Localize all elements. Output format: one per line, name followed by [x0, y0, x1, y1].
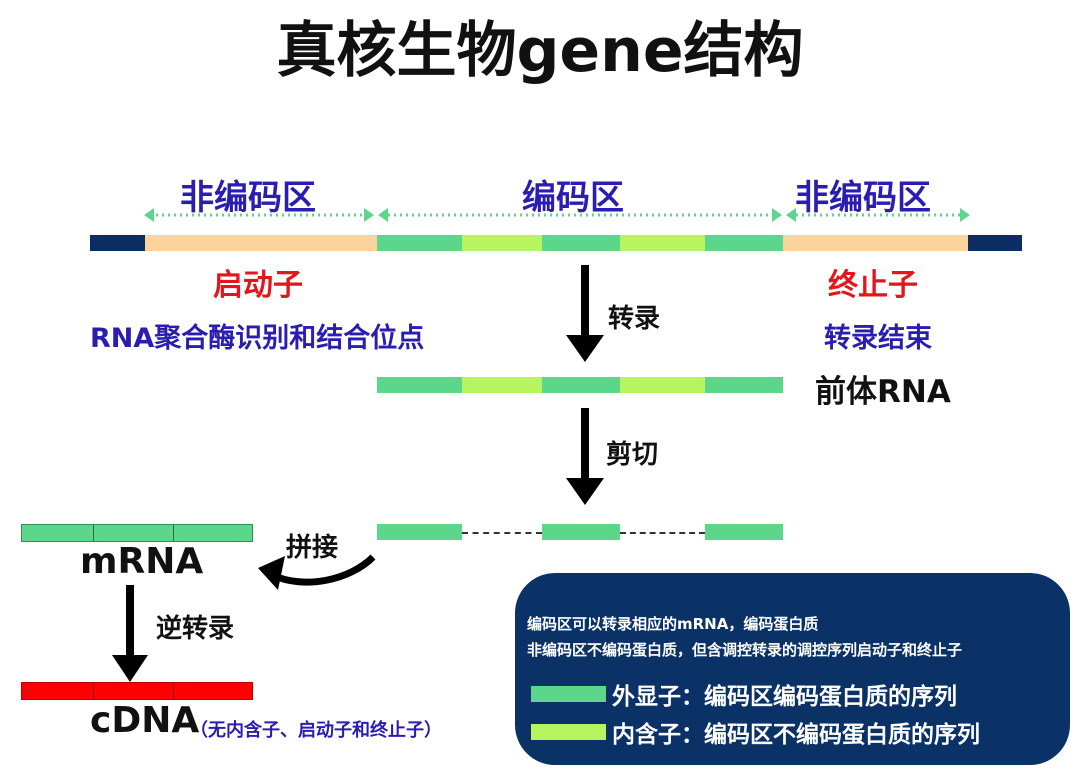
pre-rna-label: 前体RNA — [815, 374, 951, 410]
down-arrow-cutting — [566, 408, 604, 505]
exon-segment — [705, 235, 783, 251]
coding-label: 编码区 — [522, 178, 624, 218]
noncoding-right-label: 非编码区 — [795, 178, 931, 218]
removed-intron — [620, 532, 705, 534]
mrna-bar — [21, 524, 253, 542]
intron-segment — [462, 377, 542, 393]
legend-intron: 内含子：编码区不编码蛋白质的序列 — [531, 715, 980, 749]
cdna-bar — [21, 682, 253, 700]
intron-legend-label: 内含子：编码区不编码蛋白质的序列 — [612, 722, 980, 748]
flank-segment — [968, 235, 1022, 251]
splicing-label: 拼接 — [286, 533, 339, 563]
exon-segment — [377, 524, 462, 540]
intron-segment — [462, 235, 542, 251]
flank-segment — [90, 235, 145, 251]
legend-exon: 外显子：编码区编码蛋白质的序列 — [531, 677, 957, 711]
intron-segment — [620, 235, 705, 251]
transcription-label: 转录 — [608, 304, 661, 334]
legend-line-2: 非编码区不编码蛋白质，但含调控转录的调控序列启动子和终止子 — [527, 641, 963, 659]
promoter-desc: RNA聚合酶识别和结合位点 — [90, 323, 425, 354]
promoter-label: 启动子 — [213, 268, 303, 303]
exon-swatch — [531, 686, 606, 702]
exon-segment — [705, 524, 783, 540]
cdna-note: （无内含子、启动子和终止子） — [190, 720, 442, 741]
intron-swatch — [531, 724, 606, 740]
promoter-segment — [145, 235, 377, 251]
exon-segment — [542, 524, 620, 540]
down-arrow-transcription — [566, 265, 604, 362]
exon-segment — [377, 235, 462, 251]
terminator-label: 终止子 — [828, 268, 918, 303]
curved-arrow-splicing — [258, 554, 376, 590]
exon-segment — [542, 235, 620, 251]
removed-intron — [462, 532, 542, 534]
mrna-label: mRNA — [80, 541, 204, 582]
legend-box: 编码区可以转录相应的mRNA，编码蛋白质 非编码区不编码蛋白质，但含调控转录的调… — [515, 573, 1070, 765]
exon-legend-label: 外显子：编码区编码蛋白质的序列 — [612, 684, 957, 710]
cutting-label: 剪切 — [606, 440, 659, 470]
terminator-segment — [783, 235, 968, 251]
page-title: 真核生物gene结构 — [276, 16, 804, 86]
reverse-transcription-label: 逆转录 — [156, 614, 235, 644]
cdna-label: cDNA — [90, 700, 200, 741]
down-arrow-reverse-transcription — [112, 585, 148, 682]
exon-segment — [377, 377, 462, 393]
exon-segment — [542, 377, 620, 393]
legend-line-1: 编码区可以转录相应的mRNA，编码蛋白质 — [527, 615, 819, 633]
arrow-heads — [144, 208, 970, 222]
exon-segment — [705, 377, 783, 393]
terminator-desc: 转录结束 — [824, 323, 932, 354]
noncoding-left-label: 非编码区 — [180, 178, 316, 218]
intron-segment — [620, 377, 705, 393]
